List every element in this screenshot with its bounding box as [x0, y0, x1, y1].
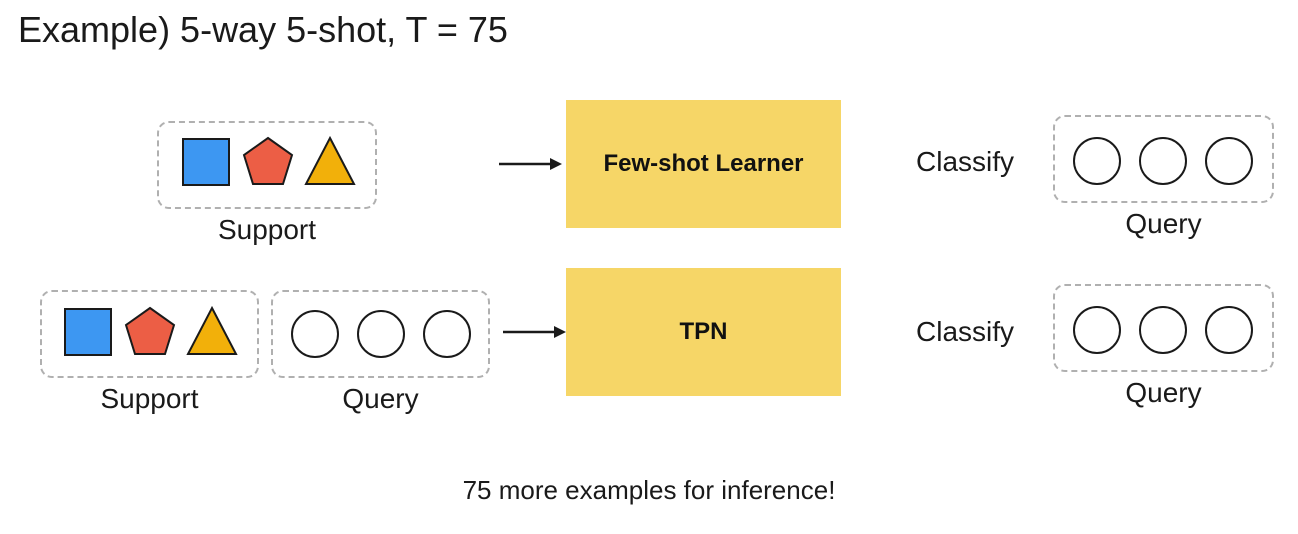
few-shot-learner-block: Few-shot Learner [566, 100, 841, 228]
circle-icon [1073, 137, 1121, 185]
row1-arrow [499, 158, 562, 170]
row2-classify-label: Classify [916, 316, 1015, 347]
square-icon [64, 308, 112, 356]
row1-query-caption: Query [1125, 208, 1202, 239]
row2-support-caption: Support [100, 383, 199, 414]
row2-support-box [40, 290, 259, 378]
row1-classify-label: Classify [916, 146, 1015, 177]
circle-icon [1205, 137, 1253, 185]
circle-icon [291, 310, 339, 358]
circle-icon [357, 310, 405, 358]
row2-query-box [1053, 284, 1274, 372]
circle-icon [1139, 306, 1187, 354]
row2-input-query-caption: Query [342, 383, 419, 414]
triangle-icon [186, 305, 238, 355]
inference-note: 75 more examples for inference! [462, 475, 836, 505]
circle-icon [1205, 306, 1253, 354]
square-icon [182, 138, 230, 186]
row2-arrow [503, 326, 566, 338]
triangle-icon [304, 135, 356, 185]
circle-icon [423, 310, 471, 358]
row1-support-box [157, 121, 377, 209]
pentagon-icon [242, 136, 294, 185]
tpn-block: TPN [566, 268, 841, 396]
diagram-title: Example) 5-way 5-shot, T = 75 [18, 9, 508, 50]
circle-icon [1139, 137, 1187, 185]
pentagon-icon [124, 306, 176, 355]
row2-input-query-box [271, 290, 490, 378]
circle-icon [1073, 306, 1121, 354]
row1-support-caption: Support [217, 214, 317, 245]
row2-query-caption: Query [1125, 377, 1202, 408]
row1-query-box [1053, 115, 1274, 203]
